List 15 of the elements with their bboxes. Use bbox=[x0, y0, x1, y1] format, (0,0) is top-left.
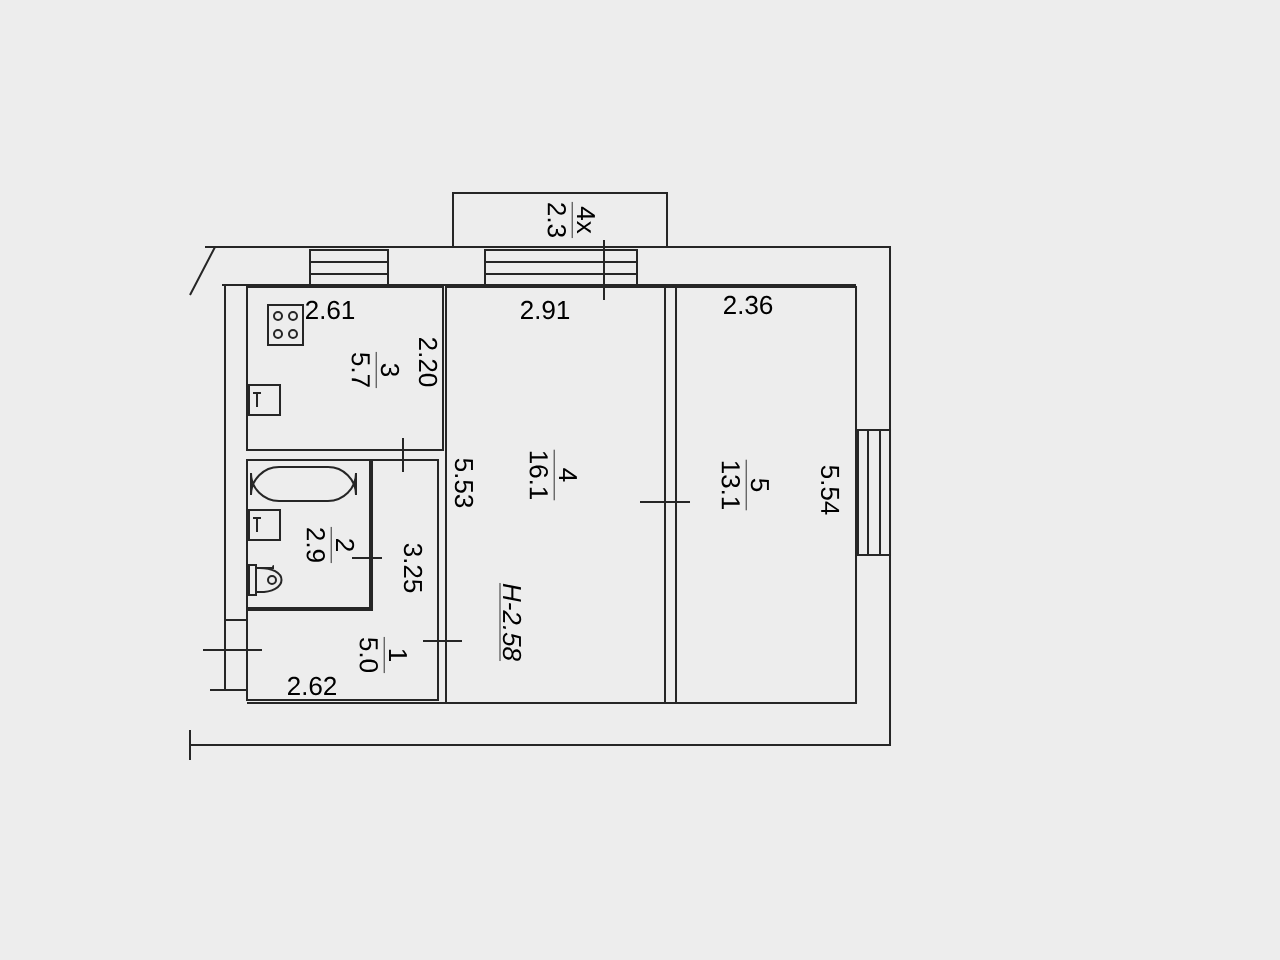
room-label: 3 5.7 bbox=[351, 351, 400, 389]
room-label: 4 16.1 bbox=[529, 449, 577, 501]
room-label: 5 13.1 bbox=[721, 459, 769, 511]
dimension-label: 2.20 bbox=[418, 338, 438, 387]
dimension-label: 3.25 bbox=[403, 543, 423, 593]
dimension-label: 5.54 bbox=[820, 465, 840, 515]
room-label: 4х 2.3 bbox=[547, 201, 595, 239]
dimension-label: 5.53 bbox=[454, 458, 474, 508]
dimension-label: 2.62 bbox=[288, 676, 336, 696]
dimension-label: 2.36 bbox=[724, 295, 773, 315]
dimension-label: 2.91 bbox=[521, 300, 570, 320]
room-label: 1 5.0 bbox=[359, 636, 407, 674]
room-label: 2 2.9 bbox=[306, 526, 355, 564]
height-label: Н-2.58 bbox=[499, 582, 522, 662]
dimension-label: 2.61 bbox=[306, 300, 355, 320]
